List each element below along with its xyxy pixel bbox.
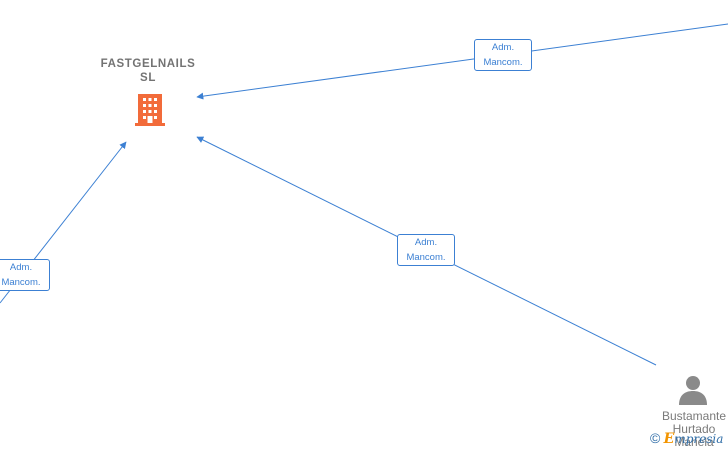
- person-name-line1: Bustamante: [661, 409, 727, 423]
- edge-label-role: Adm.: [491, 42, 515, 53]
- brand-logo-letter: E: [663, 431, 675, 447]
- person-name-line3: Mariela: [674, 435, 714, 449]
- company-name-line1: FASTGELNAILS: [100, 58, 196, 70]
- company-name[interactable]: FASTGELNAILS SL: [82, 57, 214, 85]
- brand-logo-text: mpresia: [674, 432, 724, 446]
- edge-label-type: Mancom.: [1, 276, 41, 288]
- edge-label-role: Adm.: [9, 262, 33, 273]
- person-name-line2: Hurtado: [672, 422, 716, 436]
- edge-label-top-right[interactable]: Adm. Mancom.: [474, 39, 532, 71]
- person-icon[interactable]: [679, 376, 707, 405]
- edge-label-type: Mancom.: [483, 56, 523, 68]
- edge-line-top-right: [196, 23, 728, 100]
- company-name-line2: SL: [140, 72, 156, 84]
- copyright-symbol: ©: [650, 430, 661, 446]
- edge-label-left[interactable]: Adm. Mancom.: [0, 259, 50, 291]
- building-icon[interactable]: [135, 94, 165, 126]
- person-name[interactable]: Bustamante Hurtado Mariela: [648, 410, 728, 449]
- brand-watermark: © Empresia: [650, 430, 723, 450]
- edge-label-role: Adm.: [414, 237, 438, 248]
- edge-label-type: Mancom.: [406, 251, 446, 263]
- edge-label-person[interactable]: Adm. Mancom.: [397, 234, 455, 266]
